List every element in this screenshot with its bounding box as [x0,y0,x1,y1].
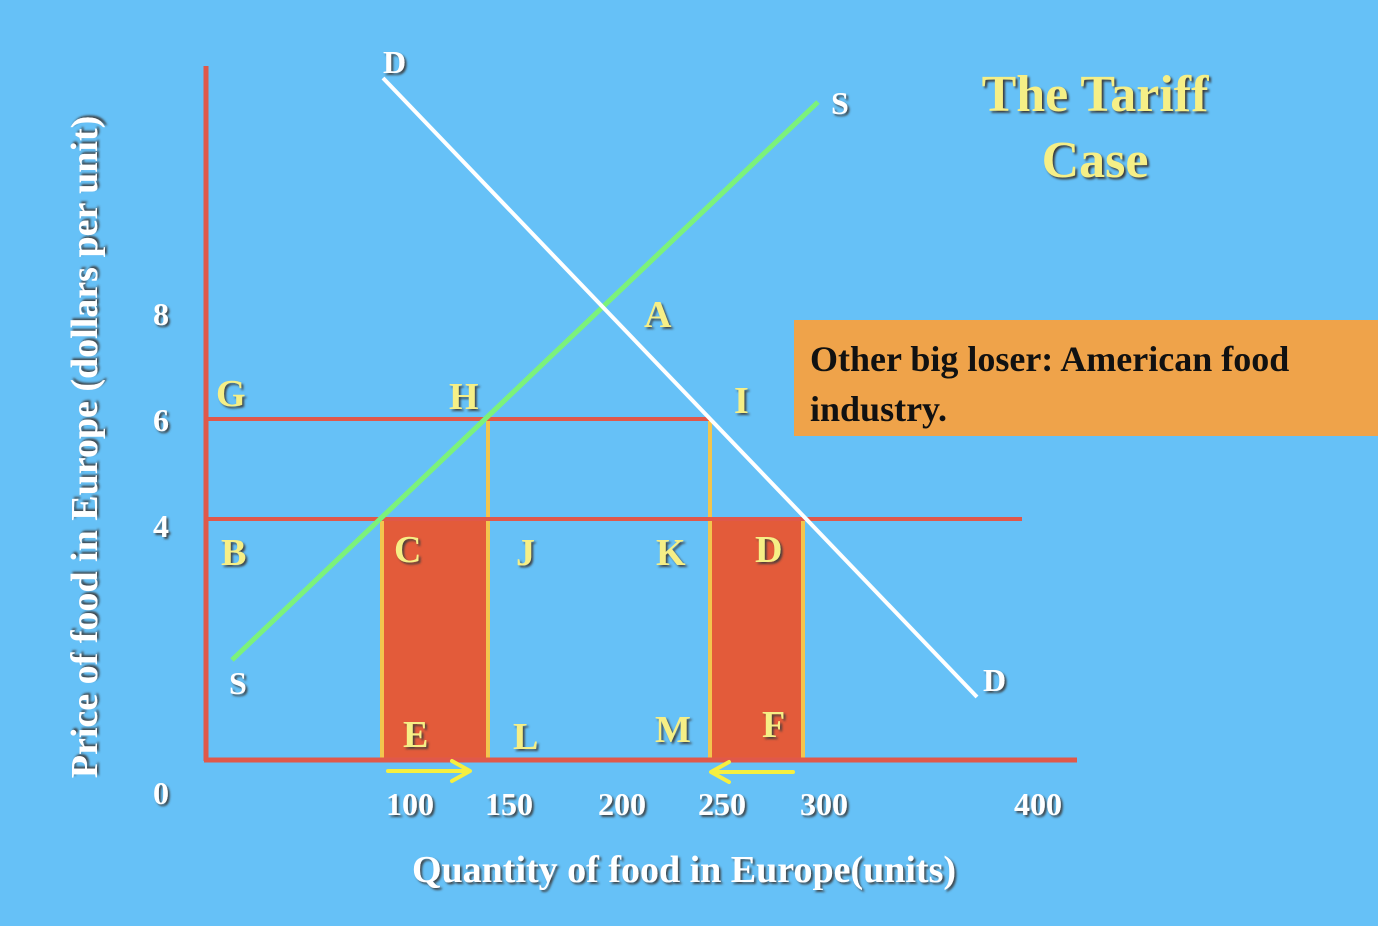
point-label-l: L [513,716,538,758]
x-axis-title: Quantity of food in Europe(units) [412,849,956,891]
x-tick-150: 150 [485,786,533,822]
loss-area-right [710,519,802,760]
y-axis-title: Price of food in Europe (dollars per uni… [64,116,106,779]
point-label-m: M [655,709,691,751]
x-tick-100: 100 [386,786,434,822]
loss-area-left [383,519,488,760]
diagram-title: The Tariff Case [905,62,1285,194]
point-label-d: D [755,529,782,571]
y-tick-6: 6 [153,402,169,438]
title-line-2: Case [1041,132,1149,189]
note-text: Other big loser: American food industry. [810,339,1290,429]
point-label-j: J [516,532,535,574]
supply-label-bottom: S [229,665,247,701]
supply-label-top: S [831,85,849,121]
point-label-e: E [403,714,428,756]
x-tick-300: 300 [800,786,848,822]
demand-label-bottom: D [983,662,1006,698]
point-label-g: G [216,373,246,415]
x-tick-250: 250 [698,786,746,822]
x-tick-400: 400 [1014,786,1062,822]
y-tick-8: 8 [153,296,169,332]
origin-label: 0 [153,775,169,811]
point-label-k: K [656,532,686,574]
title-line-1: The Tariff [981,66,1209,123]
supply-curve [230,100,820,662]
point-label-f: F [762,704,785,746]
point-label-i: I [734,380,749,422]
note-box: Other big loser: American food industry. [794,320,1378,436]
point-label-a: A [644,294,672,336]
demand-label-top: D [383,44,406,80]
point-label-b: B [221,532,246,574]
point-label-c: C [394,529,421,571]
y-tick-4: 4 [153,508,169,544]
demand-curve [381,76,979,699]
arrow-right [386,759,472,783]
point-label-h: H [449,376,479,418]
arrow-left [709,760,795,784]
x-tick-200: 200 [598,786,646,822]
